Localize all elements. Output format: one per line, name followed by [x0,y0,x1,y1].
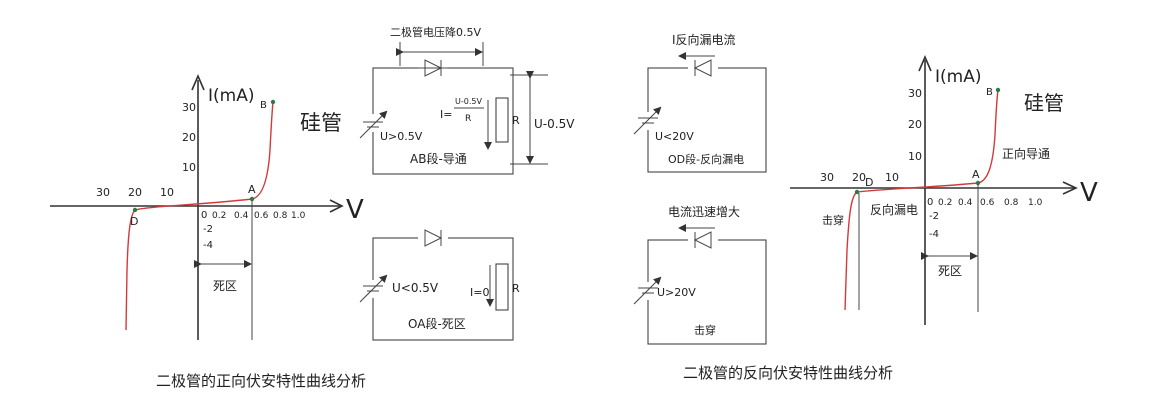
source-label: U>20V [657,286,696,299]
point-d-marker [854,189,860,195]
current-label: I=0 [470,286,489,299]
origin-label: 0 [201,210,207,221]
x-axis-arrow [1062,181,1078,195]
forward-on-label: 正向导通 [1002,146,1050,161]
point-a-label: A [248,183,256,196]
y-axis-label: I(mA) [208,86,254,106]
diode-gap [418,230,448,246]
current-prefix: I= [440,108,452,121]
point-a-marker [249,196,255,202]
point-b-marker [995,87,1001,93]
x-tick: 0.8 [273,211,288,221]
x-tick: 0.4 [234,211,249,221]
source-gap [365,114,381,132]
material-label: 硅管 [1024,91,1064,115]
circuit-od-caption: OD段-反向漏电 [668,152,744,166]
x-neg-tick: 10 [160,186,174,199]
circuit-ab-caption: AB段-导通 [410,151,467,166]
output-voltage-label: U-0.5V [534,117,575,131]
iv-curve [125,101,274,331]
diode-symbol [424,229,443,247]
x-tick: 0.4 [958,198,973,208]
y-tick: 10 [182,161,196,174]
point-d-label: D [865,176,873,189]
y-axis-arrow [918,54,932,72]
drop-label: 二极管电压降0.5V [390,25,481,39]
right-title: 二极管的反向伏安特性曲线分析 [683,364,893,382]
dead-zone-label: 死区 [938,264,962,278]
x-tick: 1.0 [291,211,306,221]
dead-zone-label: 死区 [213,279,237,293]
variable-source-arrow [359,110,388,139]
x-tick: 0.8 [1004,198,1019,208]
x-tick: 0.6 [980,198,995,208]
y-tick: 30 [908,87,922,100]
x-neg-tick: 10 [885,171,899,184]
y-neg-tick: -4 [203,240,213,251]
left-title: 二极管的正向伏安特性曲线分析 [156,372,366,390]
y-tick: 10 [908,150,922,163]
forward-iv-graph: I(mA) V 30 20 10 -2 -4 0 0.2 0.4 0.6 0.8… [50,73,364,340]
variable-source-arrow [359,274,388,303]
resistor [495,263,509,311]
y-neg-tick: -2 [929,211,939,222]
x-neg-tick: 20 [128,186,142,199]
diode-symbol-reverse [693,59,712,77]
diode-symbol-reverse [693,231,712,249]
iv-curve [844,89,999,311]
x-neg-tick: 30 [96,186,110,199]
point-d-marker [132,207,138,213]
y-tick: 30 [182,101,196,114]
x-tick: 0.6 [254,211,269,221]
source-label: U<20V [655,130,694,143]
point-b-label: B [986,87,993,98]
x-neg-tick: 20 [852,171,866,184]
origin-label: 0 [927,197,933,208]
reverse-leak-label: 反向漏电 [870,202,918,217]
circuit-oa-caption: OA段-死区 [408,316,466,331]
source-label: U<0.5V [392,281,439,295]
circuit-oa: U<0.5V I=0 R OA段-死区 [359,229,520,341]
y-neg-tick: -4 [929,229,939,240]
circuit-od: I反向漏电流 U<20V OD段-反向漏电 [633,32,767,173]
x-axis-label: V [346,195,364,225]
point-a-marker [975,180,981,186]
current-denominator: R [465,114,471,124]
current-numerator: U-0.5V [455,97,482,106]
resistor-label: R [512,282,520,295]
current-surge-label: 电流迅速增大 [668,205,740,219]
resistor-label: R [512,114,520,127]
circuit-ab: 二极管电压降0.5V U>0.5V I= U-0.5V R R U-0.5V A… [359,25,575,175]
x-axis-label: V [1080,178,1098,208]
x-axis-arrow [329,199,344,213]
source-label: U>0.5V [380,130,423,143]
circuit-breakdown: 电流迅速增大 U>20V 击穿 [633,205,767,345]
diode-gap [688,232,718,248]
x-tick: 0.2 [212,211,226,221]
y-neg-tick: -2 [203,224,213,235]
variable-source-arrow [633,276,662,305]
point-b-marker [270,99,276,105]
material-label: 硅管 [300,111,342,135]
point-d-label: D [130,215,138,228]
circuit-breakdown-caption: 击穿 [694,323,716,337]
variable-source-arrow [633,106,662,135]
resistor [495,97,509,143]
reverse-iv-graph: I(mA) V 30 20 10 -2 -4 0 0.2 0.4 0.6 0.8… [790,54,1098,325]
x-tick: 1.0 [1028,198,1043,208]
leak-current-label: I反向漏电流 [672,32,736,47]
y-axis-arrow [191,73,205,91]
diode-gap [688,60,718,76]
y-tick: 20 [908,118,922,131]
breakdown-label: 击穿 [822,213,844,227]
y-axis-label: I(mA) [935,67,981,87]
point-b-label: B [260,100,267,111]
x-neg-tick: 30 [820,171,834,184]
point-a-label: A [972,168,980,181]
y-tick: 20 [182,131,196,144]
x-tick: 0.2 [938,198,952,208]
